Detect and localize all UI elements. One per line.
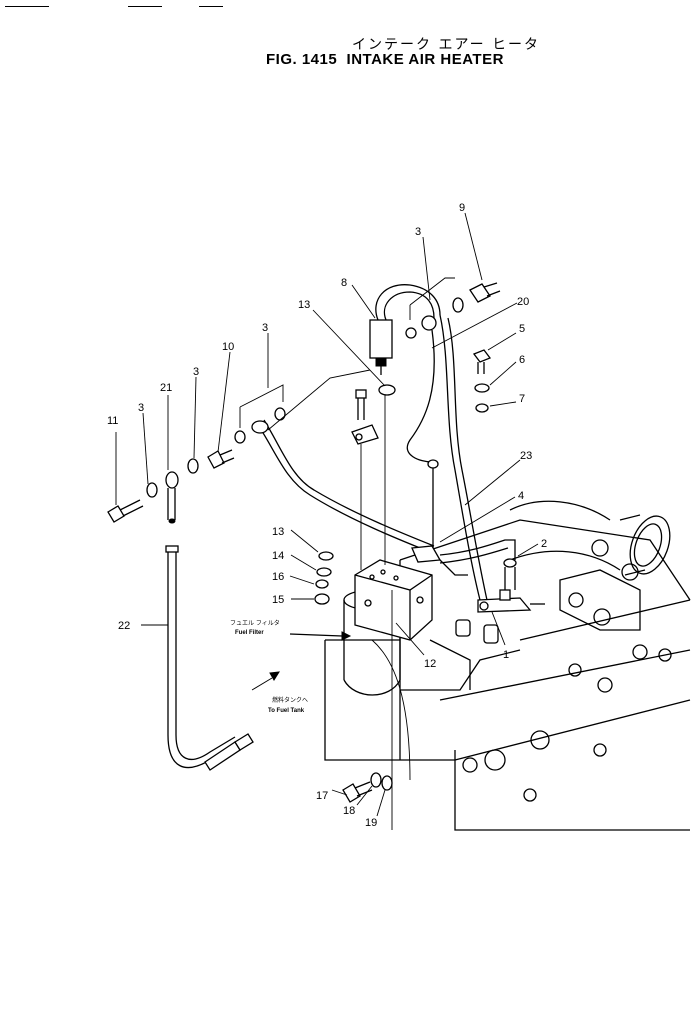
callout-3: 3 — [193, 366, 199, 378]
washer — [474, 383, 490, 393]
callout-5: 5 — [519, 323, 525, 335]
washer — [187, 458, 199, 474]
callout-2: 2 — [541, 538, 547, 550]
callout-18: 18 — [343, 805, 355, 817]
callout-13: 13 — [298, 299, 310, 311]
bolt — [355, 389, 367, 420]
intake-pipe — [509, 500, 671, 631]
header-rule — [199, 6, 223, 7]
arrow — [251, 677, 273, 691]
callout-3: 3 — [415, 226, 421, 238]
washer — [381, 775, 393, 791]
bolt — [469, 282, 501, 303]
eye-fitting — [165, 471, 179, 524]
fuel-filter-label-jp: フュエル フィルタ — [230, 619, 280, 627]
fuel-tank-label: To Fuel Tank — [268, 708, 305, 714]
washer — [234, 430, 246, 444]
figure-number: FIG. 1415 — [266, 51, 338, 68]
callout-16: 16 — [272, 571, 284, 583]
leader-lines — [115, 212, 539, 817]
header-rule — [128, 6, 162, 7]
wire — [406, 329, 435, 463]
callout-10: 10 — [222, 341, 234, 353]
washer — [475, 403, 489, 413]
banjo-fitting — [351, 424, 379, 445]
washer — [452, 297, 464, 313]
callout-9: 9 — [459, 202, 465, 214]
title-japanese: インテーク エアー ヒータ — [352, 37, 541, 53]
figure-title: FIG. 1415 INTAKE AIR HEATER — [266, 51, 504, 68]
figure-name: INTAKE AIR HEATER — [346, 51, 504, 68]
washer — [378, 384, 396, 396]
bolt — [472, 349, 492, 374]
heater-relay — [369, 284, 441, 375]
bolt — [107, 499, 144, 523]
fuel-filter-label: Fuel Filter — [235, 630, 264, 636]
callout-15: 15 — [272, 594, 284, 606]
fuel-hose — [165, 545, 254, 771]
bolt — [342, 781, 373, 803]
callout-22: 22 — [118, 620, 130, 632]
callout-13: 13 — [272, 526, 284, 538]
callout-23: 23 — [520, 450, 532, 462]
pipe-fitting — [503, 558, 517, 568]
callout-3: 3 — [138, 402, 144, 414]
header-rule — [5, 6, 49, 7]
heater-element — [477, 589, 545, 613]
callout-6: 6 — [519, 354, 525, 366]
callout-17: 17 — [316, 790, 328, 802]
callout-21: 21 — [160, 382, 172, 394]
washer — [370, 772, 382, 788]
callout-3: 3 — [262, 322, 268, 334]
fuel-pipe — [251, 419, 516, 576]
callout-11: 11 — [107, 415, 118, 427]
arrow — [289, 633, 343, 637]
washer — [318, 551, 334, 561]
washer — [316, 567, 332, 577]
callout-7: 7 — [519, 393, 525, 405]
fuel-tank-label-jp: 燃料タンクへ — [272, 696, 308, 704]
callout-19: 19 — [365, 817, 377, 829]
callout-20: 20 — [517, 296, 529, 308]
callout-8: 8 — [341, 277, 347, 289]
nut — [315, 579, 329, 589]
spacer — [483, 624, 499, 644]
wire-harness — [439, 314, 481, 601]
heater-relay-block — [354, 559, 433, 641]
callout-14: 14 — [272, 550, 284, 562]
callout-1: 1 — [503, 649, 509, 661]
engine-block — [324, 519, 691, 831]
spacer — [455, 619, 471, 637]
nut — [314, 593, 330, 605]
callout-12: 12 — [424, 658, 436, 670]
bolt — [207, 449, 235, 469]
washer — [274, 407, 286, 421]
washer — [146, 482, 158, 498]
callout-4: 4 — [518, 490, 524, 502]
